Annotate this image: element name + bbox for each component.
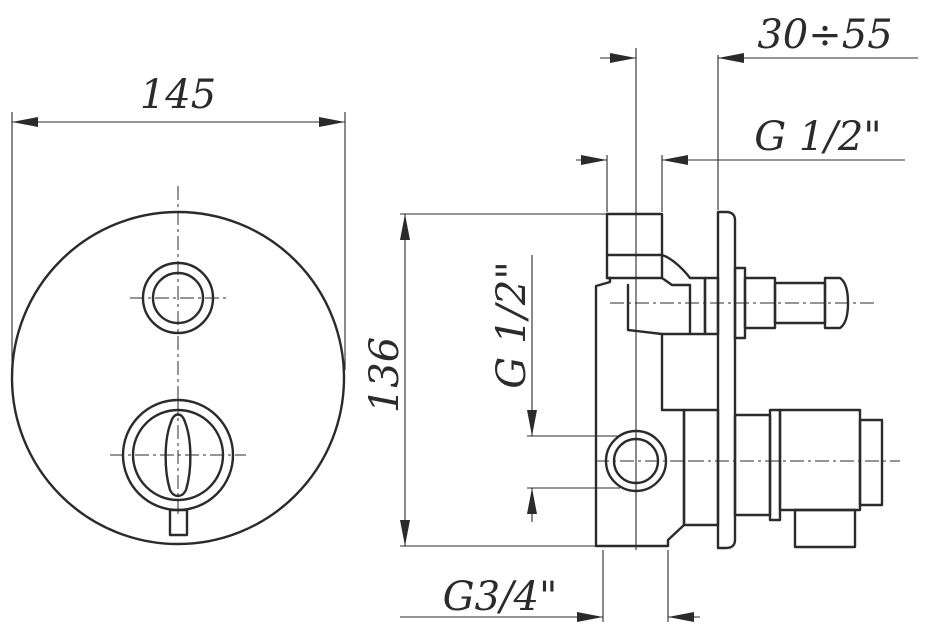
wall-plate xyxy=(716,210,737,550)
dimension-136: 136 xyxy=(362,337,408,413)
side-view: 136 G 1/2" 30÷55 G 1/2" G3/4" xyxy=(362,12,918,622)
dimension-g34-bottom: G3/4" xyxy=(443,574,558,620)
front-view: 145 xyxy=(10,72,346,546)
dimension-145: 145 xyxy=(140,72,216,118)
dimension-g12-top: G 1/2" xyxy=(754,114,881,160)
dimension-30-55: 30÷55 xyxy=(757,12,892,58)
valve-body xyxy=(594,212,707,548)
dimension-g12-side: G 1/2" xyxy=(489,261,535,388)
